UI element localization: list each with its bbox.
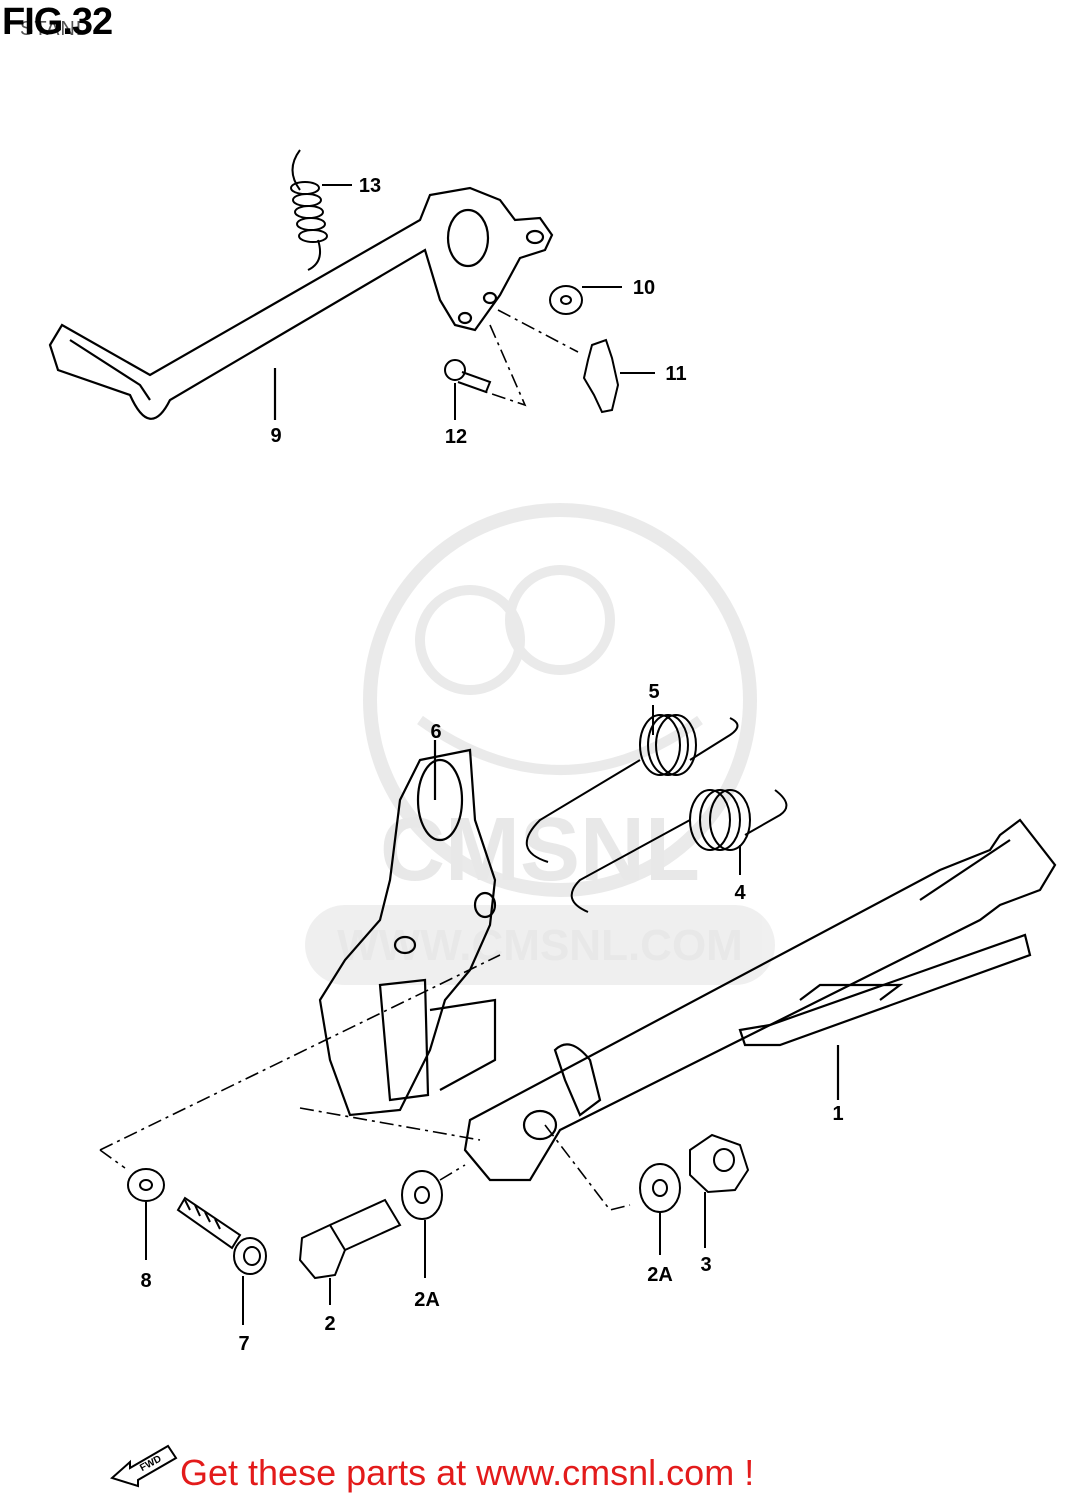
figure-subtitle: STAND (20, 18, 92, 40)
part-8-washer (127, 1168, 165, 1260)
label-11: 11 (665, 363, 686, 385)
label-9: 9 (270, 425, 281, 447)
label-2a-left: 2A (414, 1289, 440, 1311)
watermark: CMSNL WWW.CMSNL.COM (305, 503, 775, 985)
part-10-washer (549, 285, 622, 315)
label-10: 10 (633, 277, 655, 299)
part-3-nut (689, 1133, 750, 1248)
part-1-stand (463, 818, 1057, 1182)
part-2-pivot-bolt (298, 1198, 402, 1305)
label-7: 7 (238, 1333, 249, 1355)
label-1: 1 (832, 1103, 843, 1125)
part-2a-right-washer (639, 1163, 681, 1255)
part-7-bolt (176, 1196, 267, 1325)
part-11-clip (582, 338, 655, 414)
part-13-spring (290, 149, 352, 271)
label-3: 3 (700, 1254, 711, 1276)
guide-lines-lower (99, 954, 631, 1211)
watermark-brand: CMSNL (380, 800, 700, 900)
part-5-spring (525, 705, 739, 863)
label-5: 5 (648, 681, 659, 703)
part-6-bracket (318, 740, 497, 1117)
part-9-pedal (48, 186, 554, 420)
label-8: 8 (140, 1270, 151, 1292)
label-2: 2 (324, 1313, 335, 1335)
label-4: 4 (734, 882, 746, 904)
guide-lines-upper (479, 309, 579, 407)
part-12-bolt (444, 359, 492, 420)
part-labels: 1 2 2A 2A 3 4 5 6 7 8 9 10 11 12 13 (140, 175, 843, 1355)
fwd-arrow-icon: FWD (110, 1444, 178, 1488)
label-12: 12 (445, 426, 467, 448)
label-2a-right: 2A (647, 1264, 673, 1286)
part-4-spring (570, 789, 788, 913)
watermark-url: WWW.CMSNL.COM (337, 921, 743, 970)
part-2a-left-washer (401, 1170, 443, 1278)
label-13: 13 (359, 175, 381, 197)
footer-link[interactable]: Get these parts at www.cmsnl.com ! (180, 1452, 755, 1493)
label-6: 6 (430, 721, 441, 743)
figure-title: FIG.32 (2, 1, 113, 43)
